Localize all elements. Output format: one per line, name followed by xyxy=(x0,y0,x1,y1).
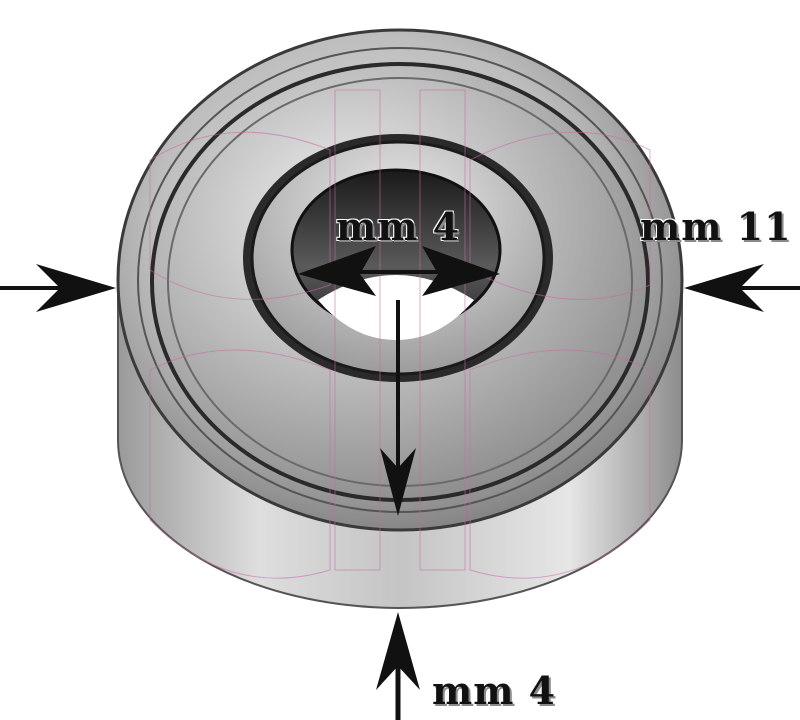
watermark xyxy=(149,89,651,579)
outer-right-arrow xyxy=(684,264,800,312)
outer-diameter-label: mm 11 xyxy=(640,204,792,249)
width-dimension-label: mm 4 xyxy=(432,668,557,713)
bore-dimension-label: mm 4 xyxy=(336,204,461,249)
center-vertical-arrow xyxy=(380,300,416,516)
outer-left-arrow xyxy=(0,264,116,312)
bore-dimension-arrows xyxy=(298,246,500,296)
width-bottom-arrow xyxy=(376,612,420,720)
